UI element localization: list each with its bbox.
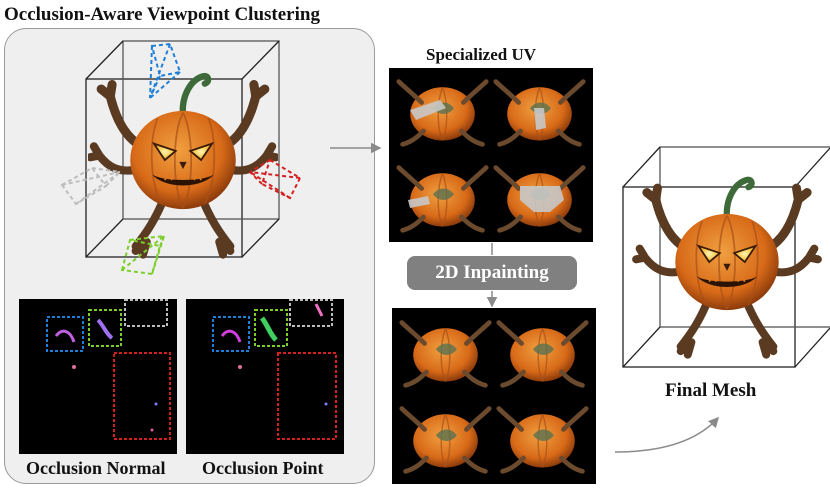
final-pumpkin-mesh	[636, 180, 818, 355]
uv-holes	[408, 100, 564, 212]
camera-gray-icon	[60, 166, 121, 206]
specialized-uv-title: Specialized UV	[426, 45, 537, 64]
camera-green-icon	[120, 235, 165, 276]
occlusion-normal-regions	[46, 299, 171, 440]
occlusion-normal-map	[19, 299, 177, 454]
inpainted-chart-3	[402, 409, 489, 472]
camera-blue-icon	[149, 42, 182, 99]
inpainting-step: 2D Inpainting	[407, 256, 577, 290]
inpainted-chart-4	[499, 409, 586, 472]
inpainted-chart-1	[402, 323, 489, 386]
uv-chart-3	[399, 168, 486, 231]
occlusion-point-label: Occlusion Point	[202, 458, 324, 478]
final-mesh-title: Final Mesh	[665, 380, 757, 401]
occlusion-normal-label: Occlusion Normal	[26, 458, 166, 478]
input-pumpkin-mesh	[90, 76, 275, 254]
arrow-to-final-mesh	[614, 416, 720, 453]
occlusion-point-regions	[212, 299, 337, 440]
camera-red-icon	[249, 158, 302, 200]
inpainted-chart-2	[499, 323, 586, 386]
final-mesh-cube	[622, 146, 830, 368]
panel-title: Occlusion-Aware Viewpoint Clustering	[4, 4, 320, 25]
